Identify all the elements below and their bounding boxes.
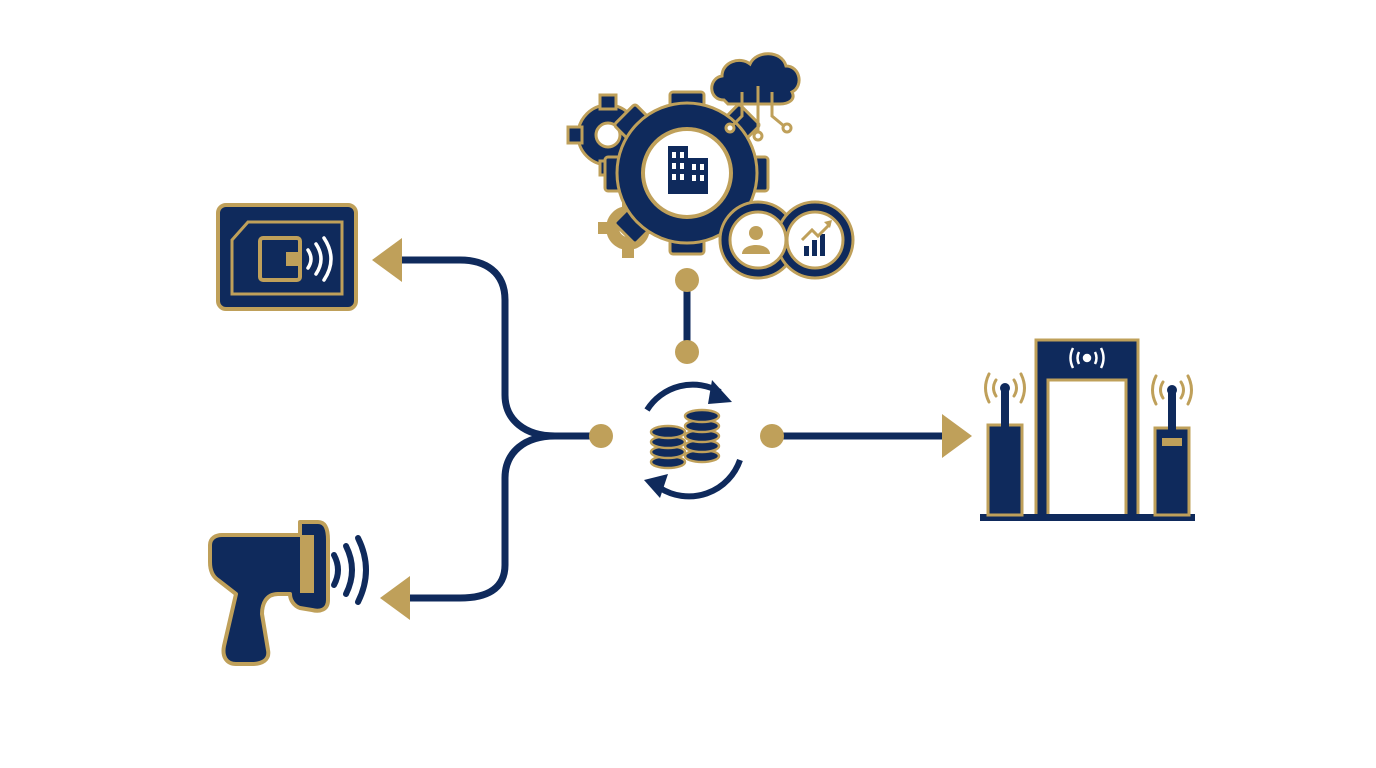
dot-hub-top [675,340,699,364]
barcode-scanner-gun-icon [208,520,369,666]
coin-stack-sync-icon [644,380,743,500]
person-icon [742,226,770,254]
trend-chart-icon [800,220,832,256]
right-antenna-icon [1151,374,1193,517]
connectors [396,256,949,602]
dot-hub-left [589,424,613,448]
person-chart-link-icon [718,200,855,280]
rfid-card-icon [216,203,358,311]
dot-enterprise-bottom [675,268,699,292]
left-antenna-icon [984,372,1026,517]
arrowhead-gate [942,414,972,458]
edge-hub-to-scanner [401,432,559,602]
cloud-network-icon [710,52,801,142]
large-gear-icon [603,90,770,256]
rfid-gate-antenna-icon [980,338,1195,521]
edge-hub-to-card [396,256,594,440]
gear-building-cloud-icon [566,52,855,280]
dot-hub-right [760,424,784,448]
connector-dots [589,268,784,448]
arrowhead-card [372,238,402,282]
building-icon [668,146,708,194]
gate-signal-icon [1069,347,1105,369]
arrowheads [372,238,972,620]
arrowhead-scanner [380,576,410,620]
